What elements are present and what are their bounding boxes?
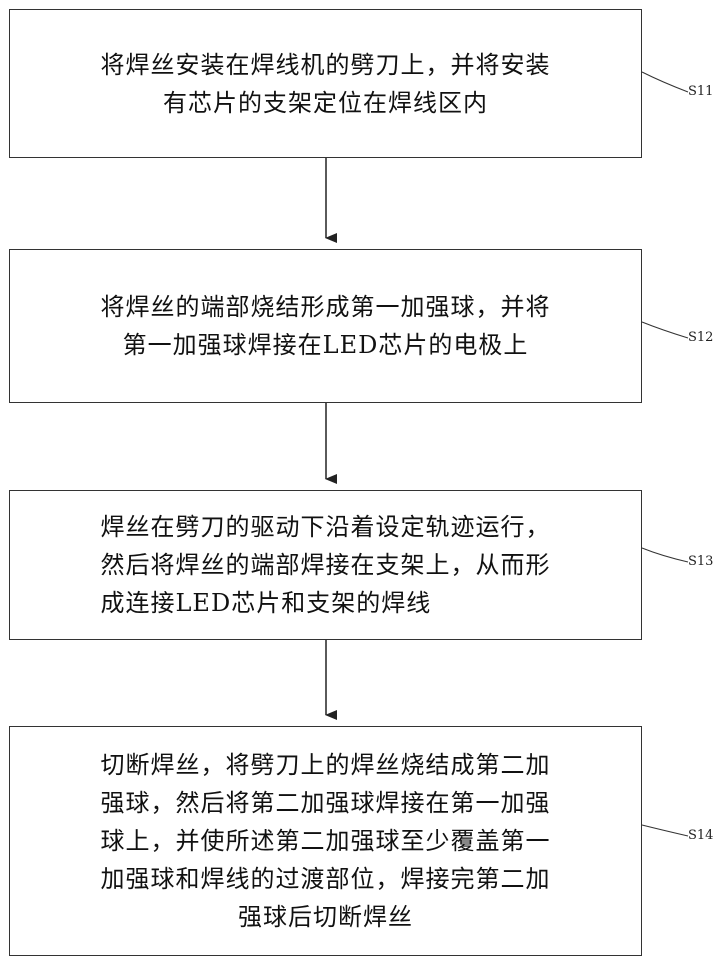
step-text-s13: 焊丝在劈刀的驱动下沿着设定轨迹运行， 然后将焊丝的端部焊接在支架上，从而形 成连…	[91, 508, 561, 622]
step-line: 强球，然后将第二加强球焊接在第一加强	[100, 789, 551, 817]
step-box-s13: 焊丝在劈刀的驱动下沿着设定轨迹运行， 然后将焊丝的端部焊接在支架上，从而形 成连…	[9, 490, 642, 640]
step-line: 切断焊丝，将劈刀上的焊丝烧结成第二加	[100, 751, 551, 779]
step-line: 将焊丝安装在焊线机的劈刀上，并将安装	[100, 50, 551, 79]
step-label-s13: S13	[688, 554, 714, 569]
leader-s12	[641, 321, 689, 339]
leader-s14	[641, 824, 689, 837]
step-label-s11: S11	[688, 84, 714, 99]
step-box-s11: 将焊丝安装在焊线机的劈刀上，并将安装 有芯片的支架定位在焊线区内	[9, 9, 642, 158]
step-line: 将焊丝的端部烧结形成第一加强球，并将	[100, 293, 551, 321]
step-text-s12: 将焊丝的端部烧结形成第一加强球，并将 第一加强球焊接在LED芯片的电极上	[91, 288, 561, 364]
step-line: 加强球和焊线的过渡部位，焊接完第二加	[100, 865, 551, 893]
step-box-s14: 切断焊丝，将劈刀上的焊丝烧结成第二加 强球，然后将第二加强球焊接在第一加强 球上…	[9, 726, 642, 956]
step-label-s14: S14	[688, 828, 714, 843]
step-line: 第一加强球焊接在LED芯片的电极上	[122, 331, 529, 359]
step-line: 然后将焊丝的端部焊接在支架上，从而形	[100, 551, 551, 579]
step-text-s11: 将焊丝安装在焊线机的劈刀上，并将安装 有芯片的支架定位在焊线区内	[91, 46, 561, 122]
step-line: 强球后切断焊丝	[238, 903, 413, 931]
step-line: 有芯片的支架定位在焊线区内	[163, 88, 488, 117]
leader-s11	[641, 71, 689, 93]
step-line: 焊丝在劈刀的驱动下沿着设定轨迹运行，	[100, 513, 551, 541]
step-line: 球上，并使所述第二加强球至少覆盖第一	[100, 827, 551, 855]
leader-s13	[641, 547, 689, 563]
step-label-s12: S12	[688, 330, 714, 345]
step-box-s12: 将焊丝的端部烧结形成第一加强球，并将 第一加强球焊接在LED芯片的电极上	[9, 249, 642, 403]
step-text-s14: 切断焊丝，将劈刀上的焊丝烧结成第二加 强球，然后将第二加强球焊接在第一加强 球上…	[91, 746, 561, 936]
step-line: 成连接LED芯片和支架的焊线	[100, 589, 432, 617]
